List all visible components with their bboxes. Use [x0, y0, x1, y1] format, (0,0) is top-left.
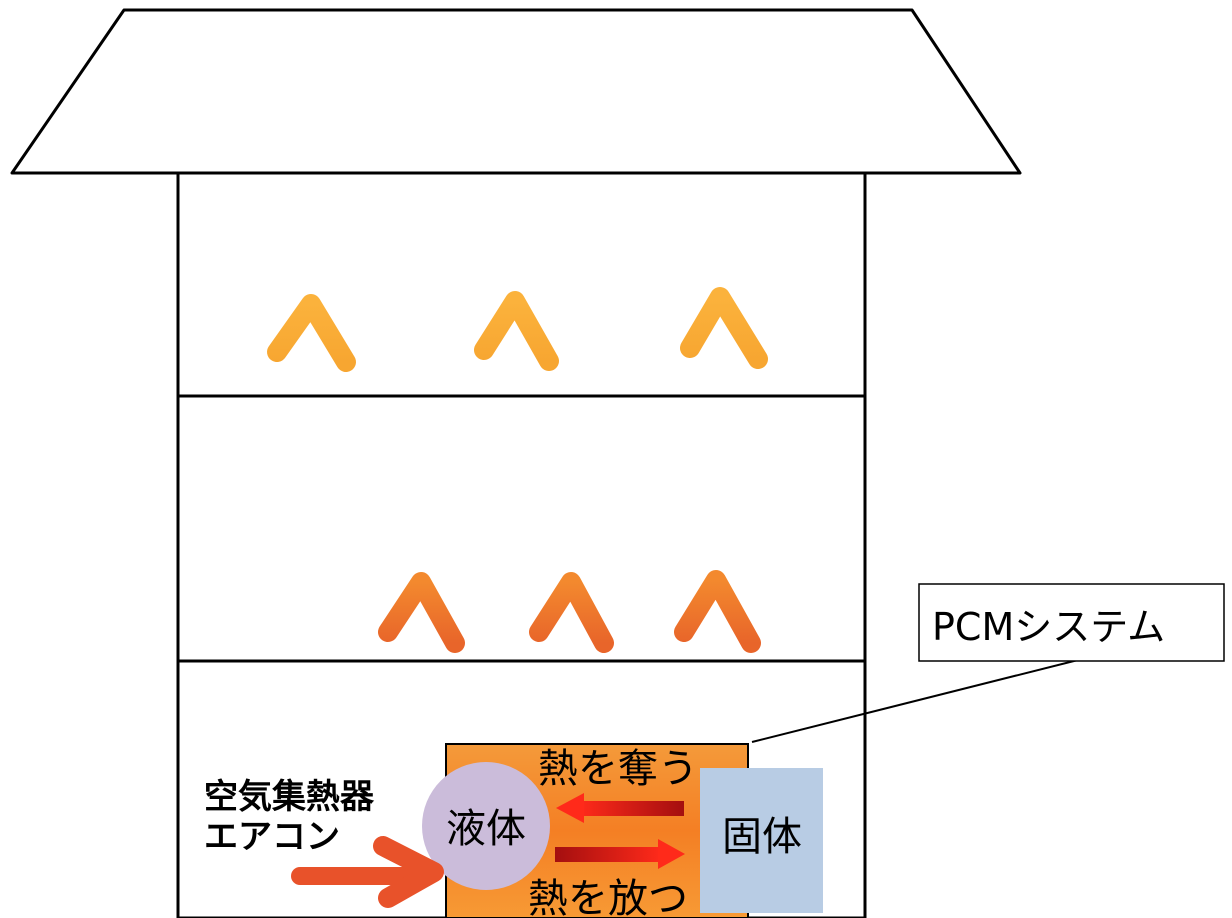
- lower-warm-air-arrow: [674, 570, 761, 749]
- upper-warm-air-arrow: [474, 291, 559, 469]
- heat-release-arrow: [555, 839, 685, 869]
- roof: [10, 8, 1022, 175]
- air-inflow-arrow: [291, 836, 444, 908]
- heat-release-label: 熱を放つ: [528, 876, 688, 918]
- heat-absorb-arrow: [556, 793, 684, 823]
- solid-box: [700, 768, 823, 913]
- lower-warm-air-arrow: [529, 572, 614, 749]
- upper-warm-air-arrow: [680, 287, 768, 464]
- air-collector-label: 空気集熱器: [204, 777, 375, 817]
- liquid-circle: [422, 762, 550, 890]
- upper-warm-air-arrow: [267, 294, 356, 471]
- pcm-label-box: [918, 583, 1225, 662]
- aircon-label: エアコン: [204, 817, 340, 857]
- heat-absorb-label: 熱を奪う: [538, 746, 698, 792]
- pcm-leader-line: [751, 659, 1079, 743]
- solid-label: 固体: [722, 814, 802, 860]
- liquid-label: 液体: [446, 806, 526, 852]
- pcm-system-label: PCMシステム: [932, 605, 1165, 649]
- lower-warm-air-arrow: [378, 572, 465, 749]
